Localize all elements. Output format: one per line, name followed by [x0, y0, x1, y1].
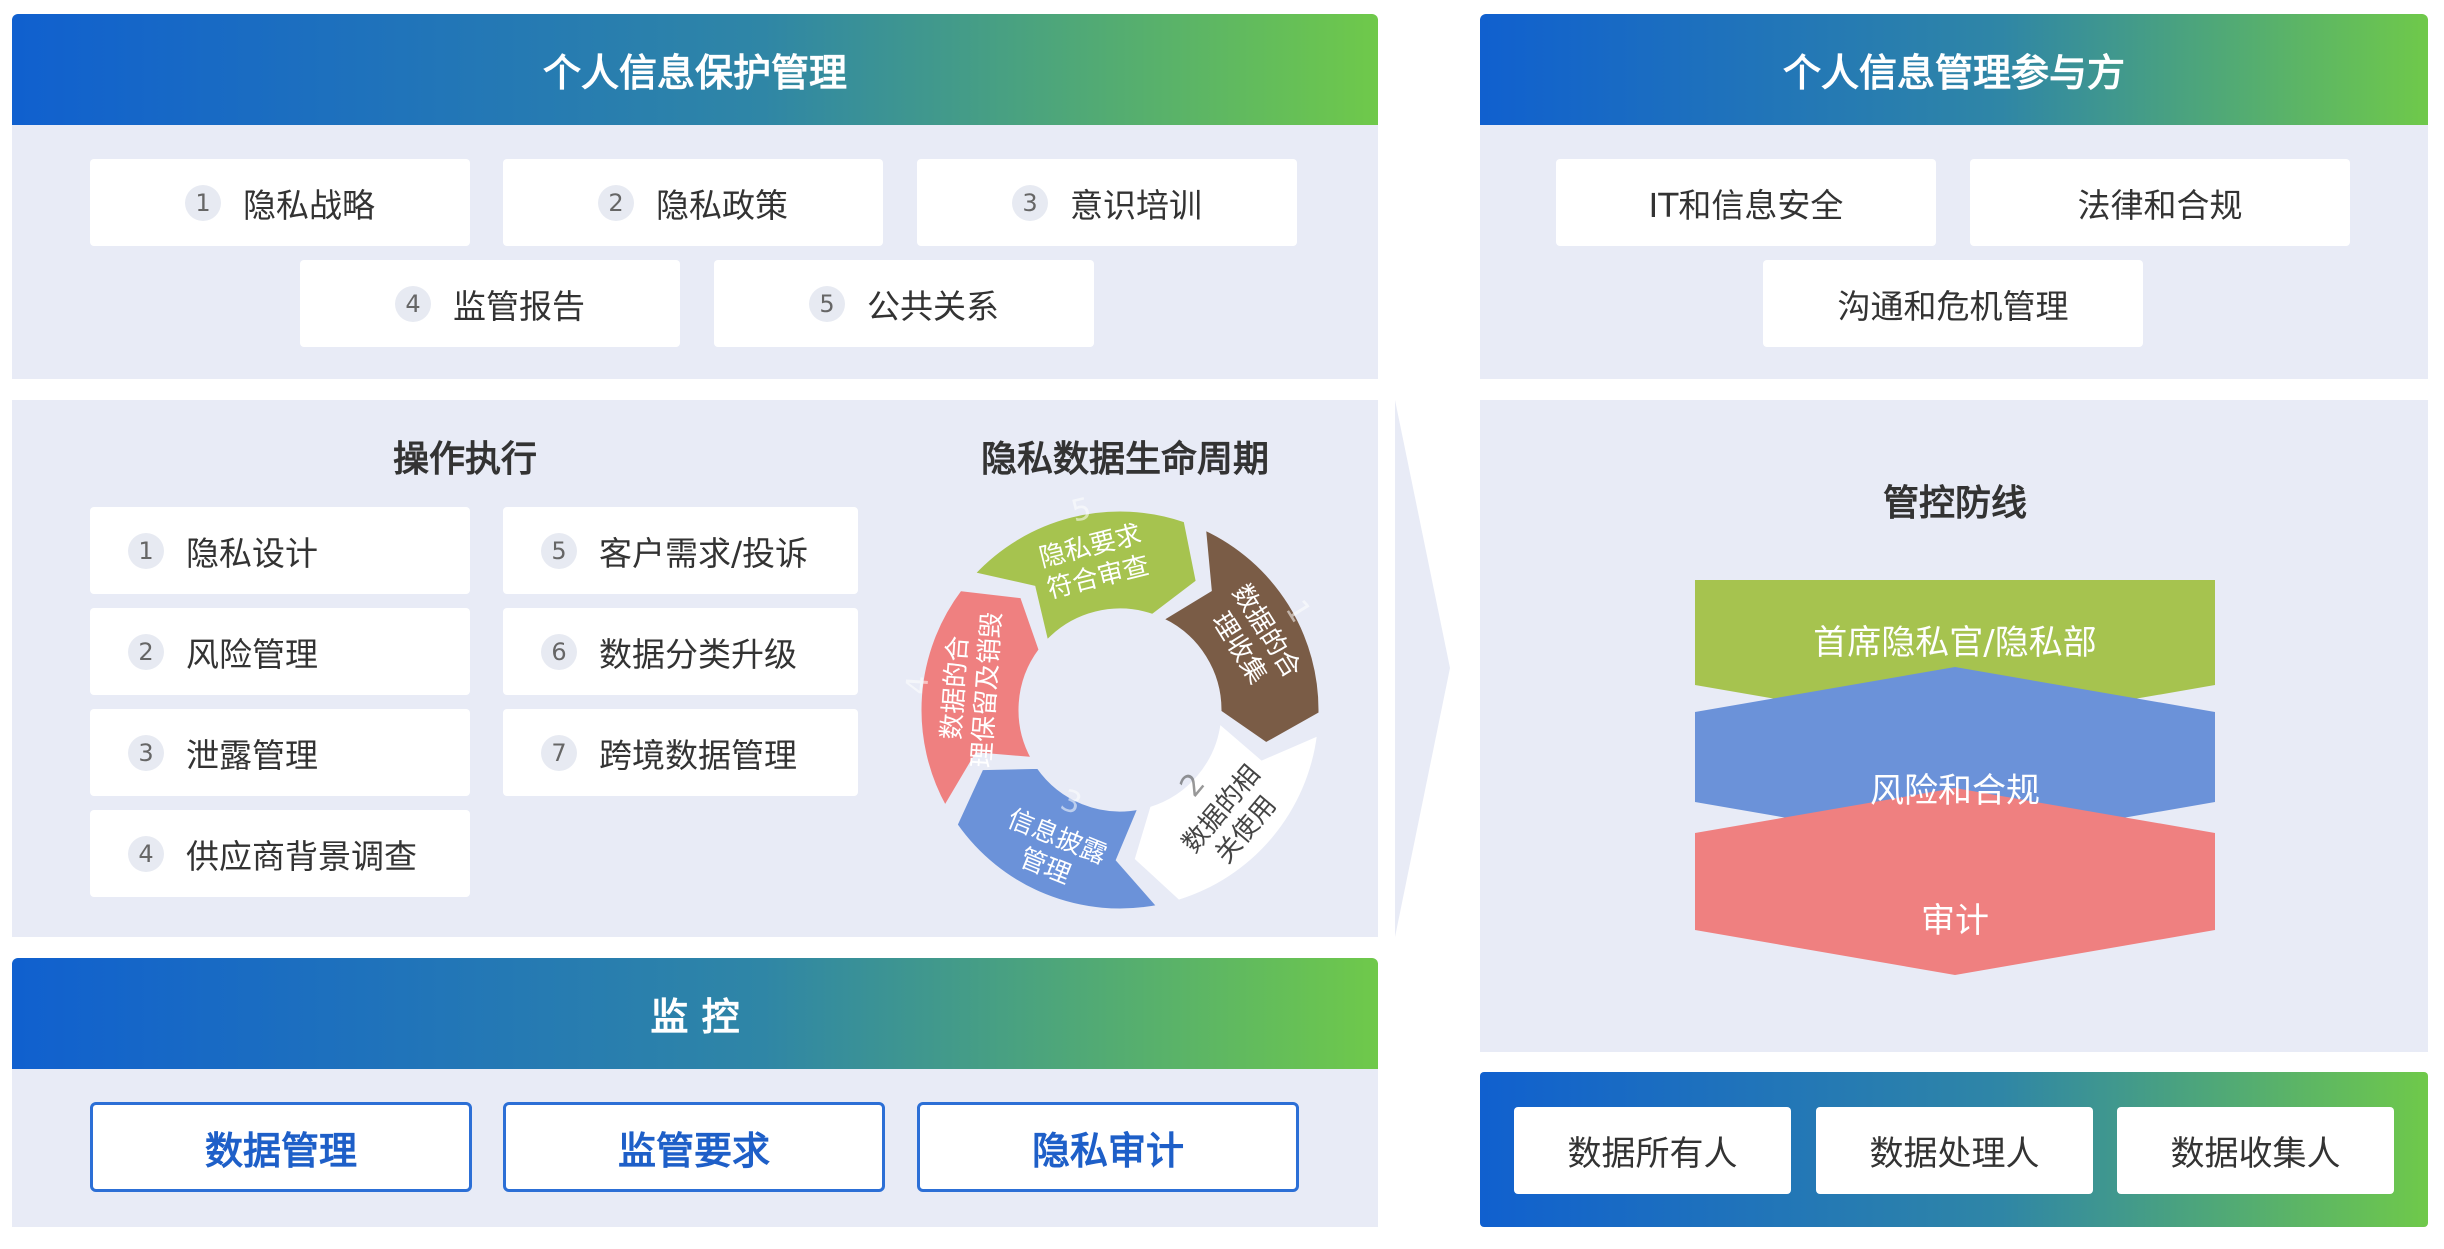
ops-item-breach-management[interactable]: 3 泄露管理 [90, 709, 470, 796]
ops-item-risk-management[interactable]: 2 风险管理 [90, 608, 470, 695]
ops-item-privacy-design[interactable]: 1 隐私设计 [90, 507, 470, 594]
regulatory-requirement-button[interactable]: 监管要求 [503, 1102, 885, 1192]
monitor-banner: 监 控 [12, 958, 1378, 1069]
pim-item-privacy-policy[interactable]: 2 隐私政策 [503, 159, 883, 246]
participants-title: 个人信息管理参与方 [1782, 51, 2125, 95]
ops-item-cross-border[interactable]: 7 跨境数据管理 [503, 709, 858, 796]
chevron-right-icon [1395, 400, 1450, 937]
data-management-button[interactable]: 数据管理 [90, 1102, 472, 1192]
item-label: 隐私战略 [243, 185, 375, 225]
lifecycle-text-line1: 数据的合 [937, 635, 974, 741]
num-badge: 5 [809, 285, 845, 322]
participant-legal-compliance[interactable]: 法律和合规 [1970, 159, 2350, 246]
lifecycle-segment-disclosure [954, 765, 1162, 912]
pim-item-regulatory-report[interactable]: 4 监管报告 [300, 260, 680, 347]
defense-layer-audit: 审计 [1921, 901, 1989, 941]
pim-item-awareness-training[interactable]: 3 意识培训 [917, 159, 1297, 246]
monitor-title: 监 控 [650, 995, 740, 1039]
item-label: 隐私设计 [186, 533, 318, 573]
item-label: 数据分类升级 [599, 634, 797, 674]
ops-item-customer-request[interactable]: 5 客户需求/投诉 [503, 507, 858, 594]
num-badge: 2 [128, 633, 164, 670]
num-badge: 7 [541, 734, 577, 771]
item-label: 跨境数据管理 [599, 735, 797, 775]
defense-chevrons [1695, 580, 2215, 975]
lifecycle-segment-usage [1131, 719, 1321, 903]
num-badge: 3 [128, 734, 164, 771]
defense-layer-audit-shape [1695, 788, 2215, 975]
ops-item-data-classification[interactable]: 6 数据分类升级 [503, 608, 858, 695]
privacy-audit-button[interactable]: 隐私审计 [917, 1102, 1299, 1192]
num-badge: 4 [128, 835, 164, 872]
pim-title: 个人信息保护管理 [542, 51, 847, 95]
item-label: 客户需求/投诉 [599, 533, 809, 573]
participants-banner: 个人信息管理参与方 [1480, 14, 2428, 125]
item-label: 风险管理 [186, 634, 318, 674]
defense-layer-risk-shape [1695, 667, 2215, 847]
num-badge: 2 [598, 184, 634, 221]
pim-item-public-relations[interactable]: 5 公共关系 [714, 260, 1094, 347]
item-label: 公共关系 [867, 286, 999, 326]
lifecycle-segment-review [970, 508, 1199, 645]
item-label: 泄露管理 [186, 735, 318, 775]
lifecycle-title: 隐私数据生命周期 [980, 439, 1269, 480]
item-label: 监管报告 [453, 286, 585, 326]
ops-title: 操作执行 [392, 439, 537, 480]
defense-layer-cpo: 首席隐私官/隐私部 [1813, 623, 2097, 663]
item-label: 意识培训 [1070, 185, 1202, 225]
num-badge: 5 [541, 532, 577, 569]
num-badge: 4 [395, 285, 431, 322]
participant-it-security[interactable]: IT和信息安全 [1556, 159, 1936, 246]
pim-item-privacy-strategy[interactable]: 1 隐私战略 [90, 159, 470, 246]
ops-item-vendor-check[interactable]: 4 供应商背景调查 [90, 810, 470, 897]
defense-layer-risk: 风险和合规 [1870, 771, 2040, 811]
role-data-owner[interactable]: 数据所有人 [1514, 1107, 1791, 1194]
lifecycle-segment-retention [918, 588, 1042, 810]
role-data-processor[interactable]: 数据处理人 [1816, 1107, 2093, 1194]
lifecycle-segment-collection [1159, 526, 1322, 746]
defense-title: 管控防线 [1882, 483, 2027, 524]
item-label: 隐私政策 [656, 185, 788, 225]
lifecycle-num: 4 [905, 674, 936, 695]
num-badge: 1 [185, 184, 221, 221]
num-badge: 1 [128, 532, 164, 569]
pim-banner: 个人信息保护管理 [12, 14, 1378, 125]
participant-crisis-management[interactable]: 沟通和危机管理 [1763, 260, 2143, 347]
item-label: 供应商背景调查 [186, 836, 417, 876]
num-badge: 6 [541, 633, 577, 670]
role-data-collector[interactable]: 数据收集人 [2117, 1107, 2394, 1194]
num-badge: 3 [1012, 184, 1048, 221]
